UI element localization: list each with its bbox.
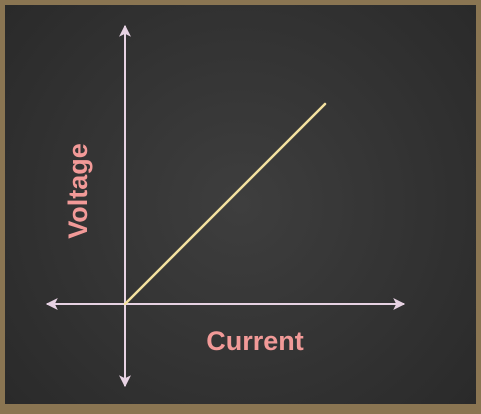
y-axis-label: Voltage — [63, 143, 93, 239]
series-line — [123, 102, 327, 306]
x-axis-label: Current — [206, 326, 304, 356]
line-chart: Current Voltage — [45, 24, 406, 388]
